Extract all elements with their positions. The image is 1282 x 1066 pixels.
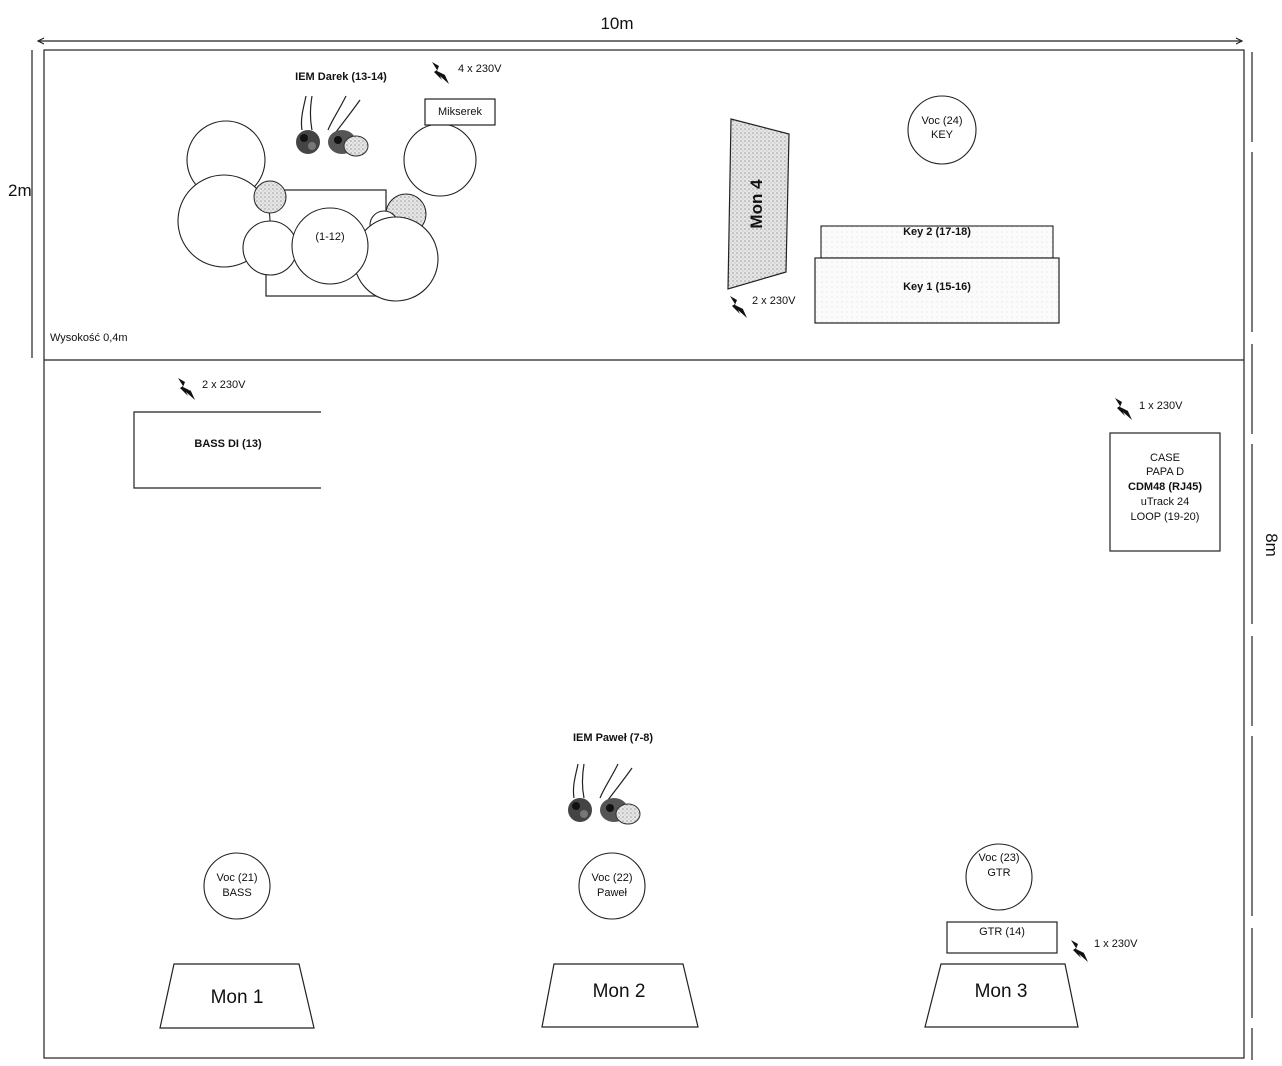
mon4-label: Mon 4 xyxy=(747,179,766,229)
case-box xyxy=(1109,432,1221,552)
case: 1 x 230V CASE PAPA D CDM48 (RJ45) uTrack… xyxy=(1109,398,1221,552)
iem-darek: IEM Darek (13-14) xyxy=(295,71,387,157)
keys: Key 2 (17-18) Key 1 (15-16) xyxy=(814,225,1060,324)
voc22-line2: Paweł xyxy=(597,887,628,899)
voc21-line2: BASS xyxy=(222,887,251,899)
bass-di: 2 x 230V BASS DI (13) xyxy=(133,378,321,489)
case-line: CASE xyxy=(1150,452,1180,464)
width-label: 10m xyxy=(600,14,633,33)
bass-di-label: BASS DI (13) xyxy=(194,438,262,450)
bass-di-box xyxy=(133,411,321,489)
case-line: uTrack 24 xyxy=(1141,496,1190,508)
iem-pawel-label: IEM Paweł (7-8) xyxy=(573,732,653,744)
drum-kit: (1-12) xyxy=(177,120,477,302)
power-bolt-icon xyxy=(432,62,449,84)
gtr-label: GTR (14) xyxy=(979,926,1025,938)
stage-outline xyxy=(43,49,1245,1059)
case-power: 1 x 230V xyxy=(1139,400,1183,412)
mon1-wedge xyxy=(159,963,315,1029)
mon3-wedge xyxy=(924,963,1079,1028)
mon4-power: 2 x 230V xyxy=(752,295,796,307)
mon1: Mon 1 xyxy=(159,963,315,1029)
mic-position xyxy=(203,852,271,920)
gtr: GTR (14) 1 x 230V xyxy=(946,921,1138,962)
riser-depth-label: 2m xyxy=(8,181,32,200)
mon2-label: Mon 2 xyxy=(593,981,646,1002)
key1-box xyxy=(814,257,1060,324)
iem-pawel: IEM Paweł (7-8) xyxy=(567,732,653,825)
power-bolt-icon xyxy=(1071,940,1088,962)
drum-icon xyxy=(353,216,439,302)
in-ear-monitor-icon xyxy=(295,95,369,157)
width-dimension: 10m xyxy=(36,14,1244,45)
mic-position xyxy=(907,95,977,165)
depth-dimension: 8m xyxy=(1251,52,1281,1060)
in-ear-monitor-icon xyxy=(567,763,641,825)
voc21-line1: Voc (21) xyxy=(217,872,258,884)
voc23-line2: GTR xyxy=(987,867,1010,879)
riser-height-label: Wysokość 0,4m xyxy=(50,332,128,344)
power-bolt-icon xyxy=(1115,398,1132,420)
mikserek-power: 4 x 230V xyxy=(458,63,502,75)
drum-icon xyxy=(403,123,477,197)
case-line: CDM48 (RJ45) xyxy=(1128,481,1202,493)
key2-label: Key 2 (17-18) xyxy=(903,226,971,238)
drum-icon xyxy=(291,207,369,285)
power-bolt-icon xyxy=(730,296,747,318)
riser-dimension: 2m xyxy=(8,50,33,358)
voc21: Voc (21) BASS xyxy=(203,852,271,920)
mon2-wedge xyxy=(541,963,699,1028)
case-line: LOOP (19-20) xyxy=(1131,511,1200,523)
voc24-line1: Voc (24) xyxy=(922,115,963,127)
bass-di-power: 2 x 230V xyxy=(202,379,246,391)
key2-box xyxy=(820,225,1054,259)
voc23: Voc (23) GTR xyxy=(965,843,1033,911)
voc22: Voc (22) Paweł xyxy=(578,852,646,920)
gtr-box xyxy=(946,921,1058,954)
mon4: Mon 4 2 x 230V xyxy=(727,118,796,318)
mikserek-label: Mikserek xyxy=(438,106,483,118)
mikserek: 4 x 230V Mikserek xyxy=(424,62,502,126)
mon2: Mon 2 xyxy=(541,963,699,1028)
cymbal-icon xyxy=(253,180,287,214)
mic-position xyxy=(965,843,1033,911)
voc22-line1: Voc (22) xyxy=(592,872,633,884)
power-bolt-icon xyxy=(178,378,195,400)
mic-position xyxy=(578,852,646,920)
mon1-label: Mon 1 xyxy=(211,987,264,1008)
mikserek-box xyxy=(424,98,496,126)
mon3: Mon 3 xyxy=(924,963,1079,1028)
drum-icon xyxy=(242,220,298,276)
gtr-power: 1 x 230V xyxy=(1094,938,1138,950)
voc23-line1: Voc (23) xyxy=(979,852,1020,864)
case-line: PAPA D xyxy=(1146,466,1184,478)
voc24: Voc (24) KEY xyxy=(907,95,977,165)
key1-label: Key 1 (15-16) xyxy=(903,281,971,293)
drums-label: (1-12) xyxy=(315,231,344,243)
mon4-wedge xyxy=(727,118,790,290)
iem-darek-label: IEM Darek (13-14) xyxy=(295,71,387,83)
voc24-line2: KEY xyxy=(931,129,954,141)
depth-label: 8m xyxy=(1262,533,1281,557)
mon3-label: Mon 3 xyxy=(975,981,1028,1002)
